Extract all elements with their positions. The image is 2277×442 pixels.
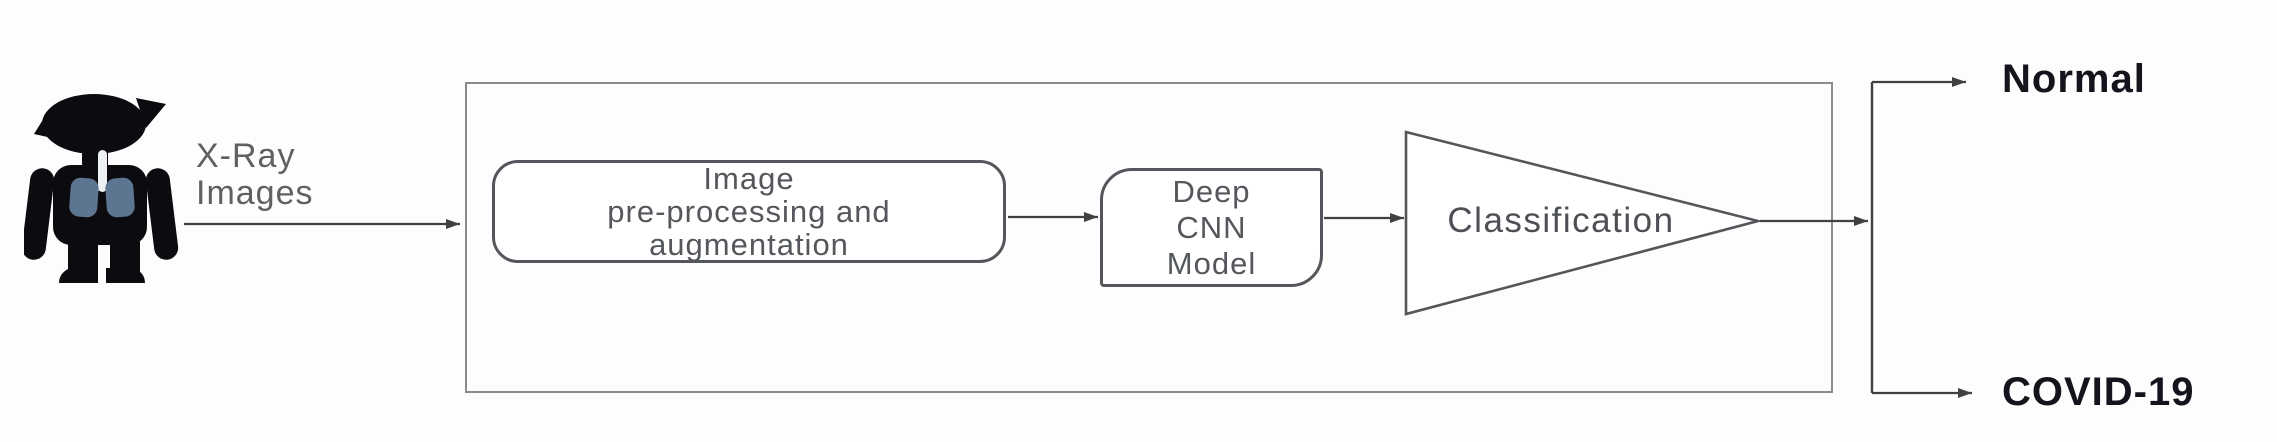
output-normal-label: Normal [2002, 57, 2146, 101]
classification-triangle [1404, 130, 1764, 316]
source-label-line1: X-Ray [196, 137, 296, 175]
source-label-line2: Images [196, 174, 314, 212]
stage-preprocess-line1: Image [703, 161, 795, 196]
stage-cnn-line1: Deep [1172, 173, 1251, 209]
stage-classification-label: Classification [1447, 201, 1675, 240]
stage-deep-cnn-model: Deep CNN Model [1100, 168, 1323, 287]
source-label: X-Ray Images [196, 138, 314, 212]
patient-chest-xray-icon [24, 94, 179, 283]
stage-cnn-line2: CNN [1176, 209, 1247, 245]
stage-preprocess-line3: augmentation [649, 227, 849, 262]
pipeline-container-box [465, 82, 1833, 393]
stage-preprocess-line2: pre-processing and [607, 194, 891, 229]
stage-cnn-line3: Model [1166, 245, 1257, 281]
stage-image-preprocessing: Image pre-processing and augmentation [492, 160, 1006, 263]
output-covid19-label: COVID-19 [2002, 370, 2195, 414]
